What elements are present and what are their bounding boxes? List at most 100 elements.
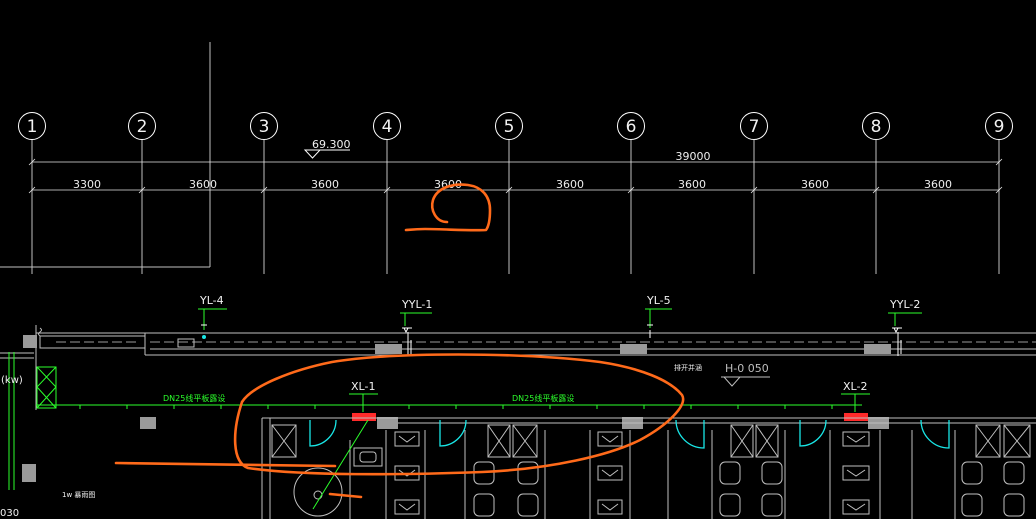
column [377, 417, 398, 429]
pipe-tag-xl-2: XL-2 [841, 380, 870, 421]
grid-number: 7 [749, 117, 760, 137]
corner-label: 030 [0, 508, 19, 519]
grid-axis-9: 9 [985, 112, 1013, 274]
pipe-tag-label: YYL-2 [889, 298, 920, 311]
toilet-fixture [394, 431, 420, 447]
grid-number: 1 [27, 117, 38, 137]
floor-drain-box [730, 424, 754, 458]
equipment-box [36, 366, 57, 409]
toilet-fixture [597, 431, 623, 447]
grid-number: 2 [137, 117, 148, 137]
pipe-tag-label: YYL-1 [401, 298, 432, 311]
grid-number: 5 [504, 117, 515, 137]
urinal-fixture [517, 461, 539, 485]
fire-hydrant [844, 413, 868, 421]
left-side-details: (kw) 1w 暴雨图 030 [0, 352, 95, 519]
grid-bubble [373, 112, 401, 140]
pipe-tag-yyl-1: YYL-1 [400, 298, 432, 356]
pipe-tag-label: XL-1 [351, 380, 375, 393]
grid-bubble [985, 112, 1013, 140]
pipe-tag-yl-4: YL-4 [198, 294, 227, 339]
span-dimension-value: 3600 [434, 178, 462, 191]
small-note: 排开并涵 [674, 363, 702, 372]
toilet-fixture [842, 465, 870, 481]
floor-drain-box [1003, 424, 1031, 458]
riser-point [202, 335, 206, 339]
grid-bubble [250, 112, 278, 140]
unit-label: (kw) [1, 375, 23, 386]
green-supply-pipe: DN25线平板露设 DN25线平板露设 [36, 393, 862, 409]
floor-drain-box [975, 424, 1001, 458]
pipe-tag-yyl-2: YYL-2 [888, 298, 922, 356]
corridor-left-box [39, 335, 146, 349]
floor-drain-box [512, 424, 538, 458]
markup-line-annotation [114, 461, 337, 468]
span-dimension-value: 3600 [801, 178, 829, 191]
stall-partitions [261, 418, 956, 519]
door-swing [799, 419, 827, 447]
pipe-tag-leader [198, 308, 227, 330]
grid-number: 8 [871, 117, 882, 137]
riser-symbol [647, 324, 653, 338]
grid-bubble [862, 112, 890, 140]
pipe-tag-leader [349, 393, 378, 412]
toilet-fixture [597, 465, 623, 481]
door-swing [439, 419, 467, 447]
column [375, 344, 402, 354]
grid-number: 6 [626, 117, 637, 137]
markup-spiral-annotation [404, 183, 492, 232]
grid-axis-6: 6 [617, 112, 645, 274]
grid-number: 9 [994, 117, 1005, 137]
elevation-value: 69.300 [312, 138, 351, 151]
urinal-fixture [1003, 461, 1025, 485]
door-swing [675, 419, 705, 449]
floor-drain-box [271, 424, 297, 458]
column [23, 335, 37, 348]
fire-hydrant [352, 413, 376, 421]
span-dimension-ticks [28, 186, 1003, 194]
room-note: 1w 暴雨图 [62, 491, 95, 499]
equipment-cross [36, 366, 57, 409]
markup-loop-annotation [233, 353, 685, 476]
span-dimensions: 3300 3600 3600 3600 3600 3600 3600 3600 [28, 178, 1003, 194]
toilet-fixture [394, 499, 420, 515]
grid-number: 3 [259, 117, 270, 137]
markup-line-annotation [328, 492, 363, 499]
toilet-fixture [597, 499, 623, 515]
column [140, 417, 156, 429]
pipe-tag-xl-1: XL-1 [349, 380, 378, 421]
span-dimension-value: 3600 [311, 178, 339, 191]
column [620, 344, 647, 354]
urinal-fixture [719, 493, 741, 517]
span-dimension-value: 3600 [924, 178, 952, 191]
door-swing [920, 419, 950, 449]
door-swing [309, 419, 337, 447]
toilet-fixture [842, 431, 870, 447]
urinal-fixture [473, 493, 495, 517]
riser-symbol [892, 327, 902, 356]
upper-left-outline [0, 42, 211, 268]
pipe-tag-label: YL-5 [646, 294, 671, 307]
pipe-tag-leader [888, 312, 922, 326]
top-elevation-mark: 69.300 [303, 138, 351, 159]
span-dimension-value: 3600 [678, 178, 706, 191]
urinal-fixture [517, 493, 539, 517]
urinal-fixture [761, 461, 783, 485]
structural-columns [22, 335, 891, 482]
grid-bubble [740, 112, 768, 140]
grid-bubble [128, 112, 156, 140]
corridor-walls [0, 325, 1036, 410]
toilet-fixture [842, 499, 870, 515]
grid-axis-8: 8 [862, 112, 890, 274]
overall-dimension-ticks [28, 158, 1003, 166]
span-dimension-value: 3300 [73, 178, 101, 191]
pipe-tag-leader [400, 312, 432, 326]
floor-drain-box [755, 424, 779, 458]
branch-pipe [312, 419, 369, 510]
corridor-small-box [177, 338, 195, 348]
column [864, 344, 891, 354]
round-fixture [293, 467, 343, 517]
grid-bubble [495, 112, 523, 140]
grid-bubble [617, 112, 645, 140]
